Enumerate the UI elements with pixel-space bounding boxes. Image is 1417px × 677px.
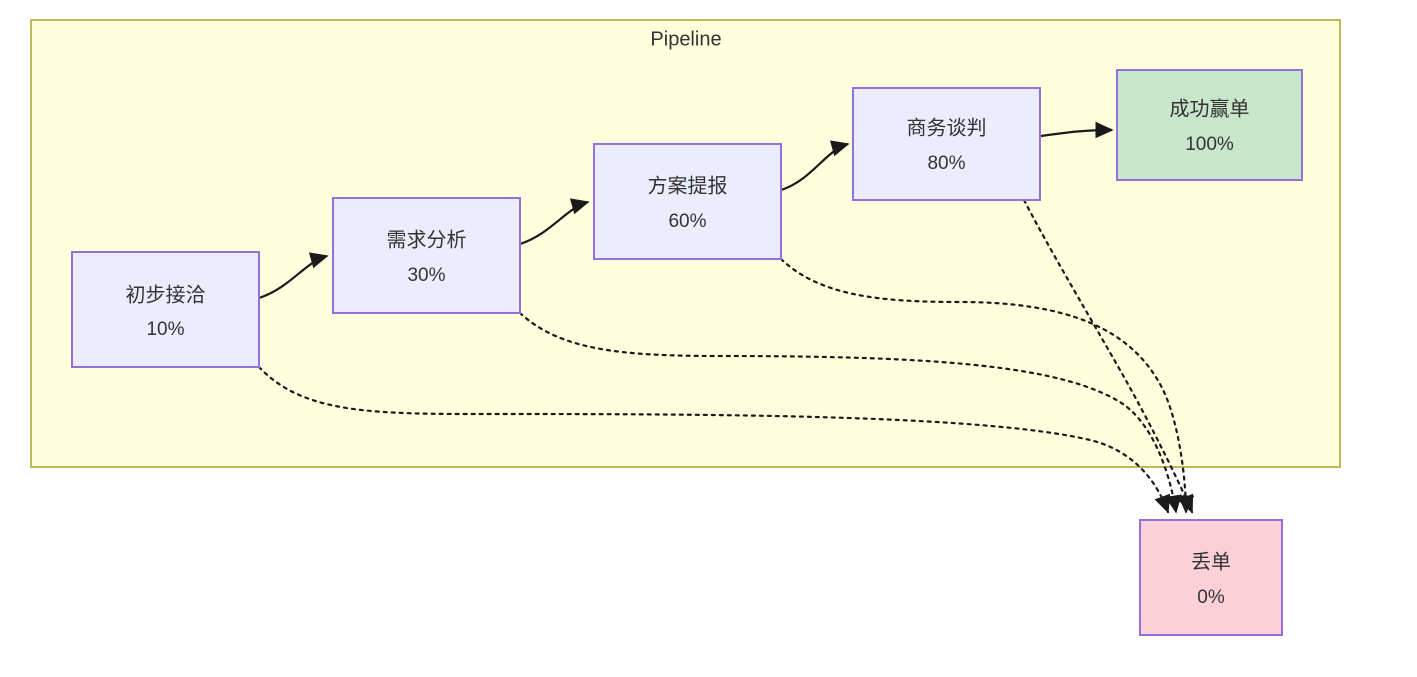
node-s3-label: 方案提报 <box>648 174 728 197</box>
edge-s1-lost <box>257 365 1171 514</box>
edge-s2-s3 <box>519 198 590 246</box>
node-win-label: 成功赢单 <box>1170 97 1250 120</box>
node-s1[interactable]: 初步接洽 10% <box>71 251 260 368</box>
node-s4-percent: 80% <box>927 153 965 174</box>
node-s3-percent: 60% <box>668 211 706 232</box>
cluster-pipeline-title: Pipeline <box>650 28 721 50</box>
edge-s2-lost <box>518 311 1182 514</box>
node-s2-label: 需求分析 <box>387 228 467 251</box>
edge-s3-s4 <box>780 140 850 192</box>
node-s2[interactable]: 需求分析 30% <box>332 197 521 314</box>
node-s1-rect[interactable] <box>71 251 260 368</box>
node-s4-rect[interactable] <box>852 87 1041 201</box>
node-s2-percent: 30% <box>407 265 445 286</box>
edge-s4-lost <box>1022 198 1194 514</box>
node-lost-percent: 0% <box>1197 587 1225 608</box>
edge-s3-lost <box>779 257 1195 514</box>
node-win[interactable]: 成功赢单 100% <box>1116 69 1303 181</box>
node-s1-label: 初步接洽 <box>126 283 206 306</box>
node-s3-rect[interactable] <box>593 143 782 260</box>
node-win-percent: 100% <box>1185 134 1234 155</box>
node-win-rect[interactable] <box>1116 69 1303 181</box>
edge-s4-win <box>1040 121 1114 139</box>
node-s4-label: 商务谈判 <box>907 116 987 139</box>
node-s4[interactable]: 商务谈判 80% <box>852 87 1041 201</box>
node-lost-label: 丢单 <box>1191 550 1231 573</box>
node-s1-percent: 10% <box>146 319 184 340</box>
node-lost[interactable]: 丢单 0% <box>1139 519 1283 636</box>
node-lost-rect[interactable] <box>1139 519 1283 636</box>
edge-s1-s2 <box>258 252 329 300</box>
node-s2-rect[interactable] <box>332 197 521 314</box>
node-s3[interactable]: 方案提报 60% <box>593 143 782 260</box>
